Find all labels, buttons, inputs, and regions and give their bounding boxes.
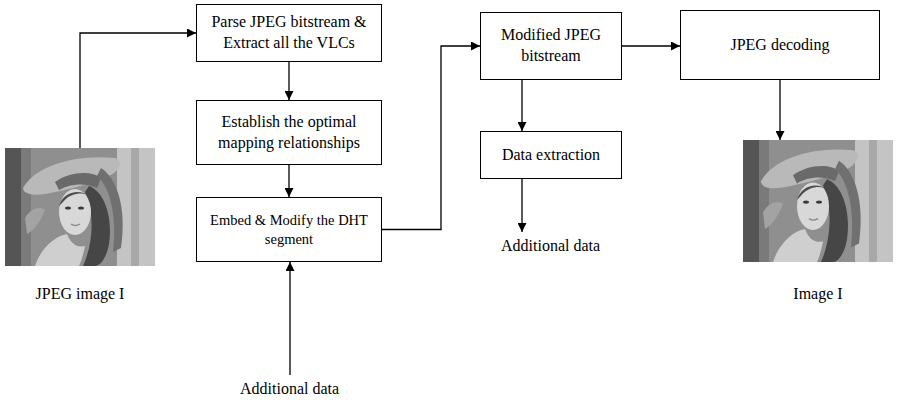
flow-arrow	[622, 45, 680, 46]
node-text: Image I	[743, 284, 893, 305]
node-text: Establish the optimal mapping relationsh…	[206, 112, 372, 154]
data-arrow	[521, 179, 522, 232]
process-box: Data extraction	[480, 131, 622, 179]
flow-arrow	[80, 33, 196, 148]
process-box: Embed & Modify the DHT segment	[196, 197, 382, 262]
data-arrow	[289, 262, 290, 375]
node-text: Embed & Modify the DHT segment	[206, 211, 372, 249]
node-text: Modified JPEG bitstream	[490, 25, 612, 67]
flow-arrow	[288, 62, 289, 100]
node-text: JPEG decoding	[730, 35, 829, 56]
node-text: Data extraction	[502, 145, 600, 166]
free-label: Additional data	[238, 379, 341, 399]
process-box: Parse JPEG bitstream & Extract all the V…	[196, 4, 382, 62]
flow-arrow	[382, 46, 480, 230]
lena-photo	[743, 140, 893, 262]
image-node: Image I	[743, 140, 893, 305]
node-text: Parse JPEG bitstream & Extract all the V…	[206, 12, 372, 54]
flow-arrow	[288, 165, 289, 197]
flow-arrow	[521, 80, 522, 131]
flow-arrow	[779, 80, 780, 140]
process-box: JPEG decoding	[680, 10, 880, 80]
process-box: Establish the optimal mapping relationsh…	[196, 100, 382, 165]
lena-photo	[5, 148, 155, 266]
process-box: Modified JPEG bitstream	[480, 12, 622, 80]
node-text: JPEG image I	[5, 284, 155, 305]
image-node: JPEG image I	[5, 148, 155, 305]
free-label: Additional data	[499, 236, 602, 256]
